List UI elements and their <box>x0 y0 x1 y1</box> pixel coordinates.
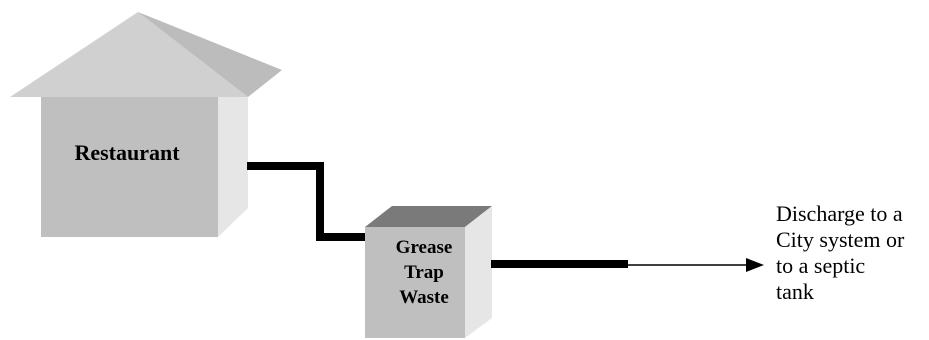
restaurant-side-wall <box>218 97 248 237</box>
grease-trap-label: Grease Trap Waste <box>364 235 484 310</box>
inlet-pipe <box>247 162 367 241</box>
discharge-label-line: Discharge to a <box>776 201 903 226</box>
restaurant-label: Restaurant <box>74 140 180 165</box>
discharge-label: Discharge to a City system or to a septi… <box>776 201 926 305</box>
discharge-arrow-head <box>746 258 764 272</box>
restaurant-front-wall <box>41 97 218 237</box>
restaurant-roof-side <box>138 12 282 97</box>
grease-trap-top <box>365 206 492 227</box>
grease-trap-front <box>365 227 465 338</box>
restaurant-building <box>10 12 282 237</box>
grease-trap-label-line: Grease <box>395 237 453 258</box>
discharge-label-line: to a septic <box>776 253 866 278</box>
discharge-label-line: tank <box>776 279 814 304</box>
grease-trap-side <box>465 206 492 338</box>
grease-trap-box <box>365 206 492 338</box>
restaurant-roof-front <box>10 12 248 97</box>
grease-trap-label-line: Waste <box>399 287 449 308</box>
discharge-label-line: City system or <box>776 227 905 252</box>
grease-trap-label-line: Trap <box>404 262 444 283</box>
